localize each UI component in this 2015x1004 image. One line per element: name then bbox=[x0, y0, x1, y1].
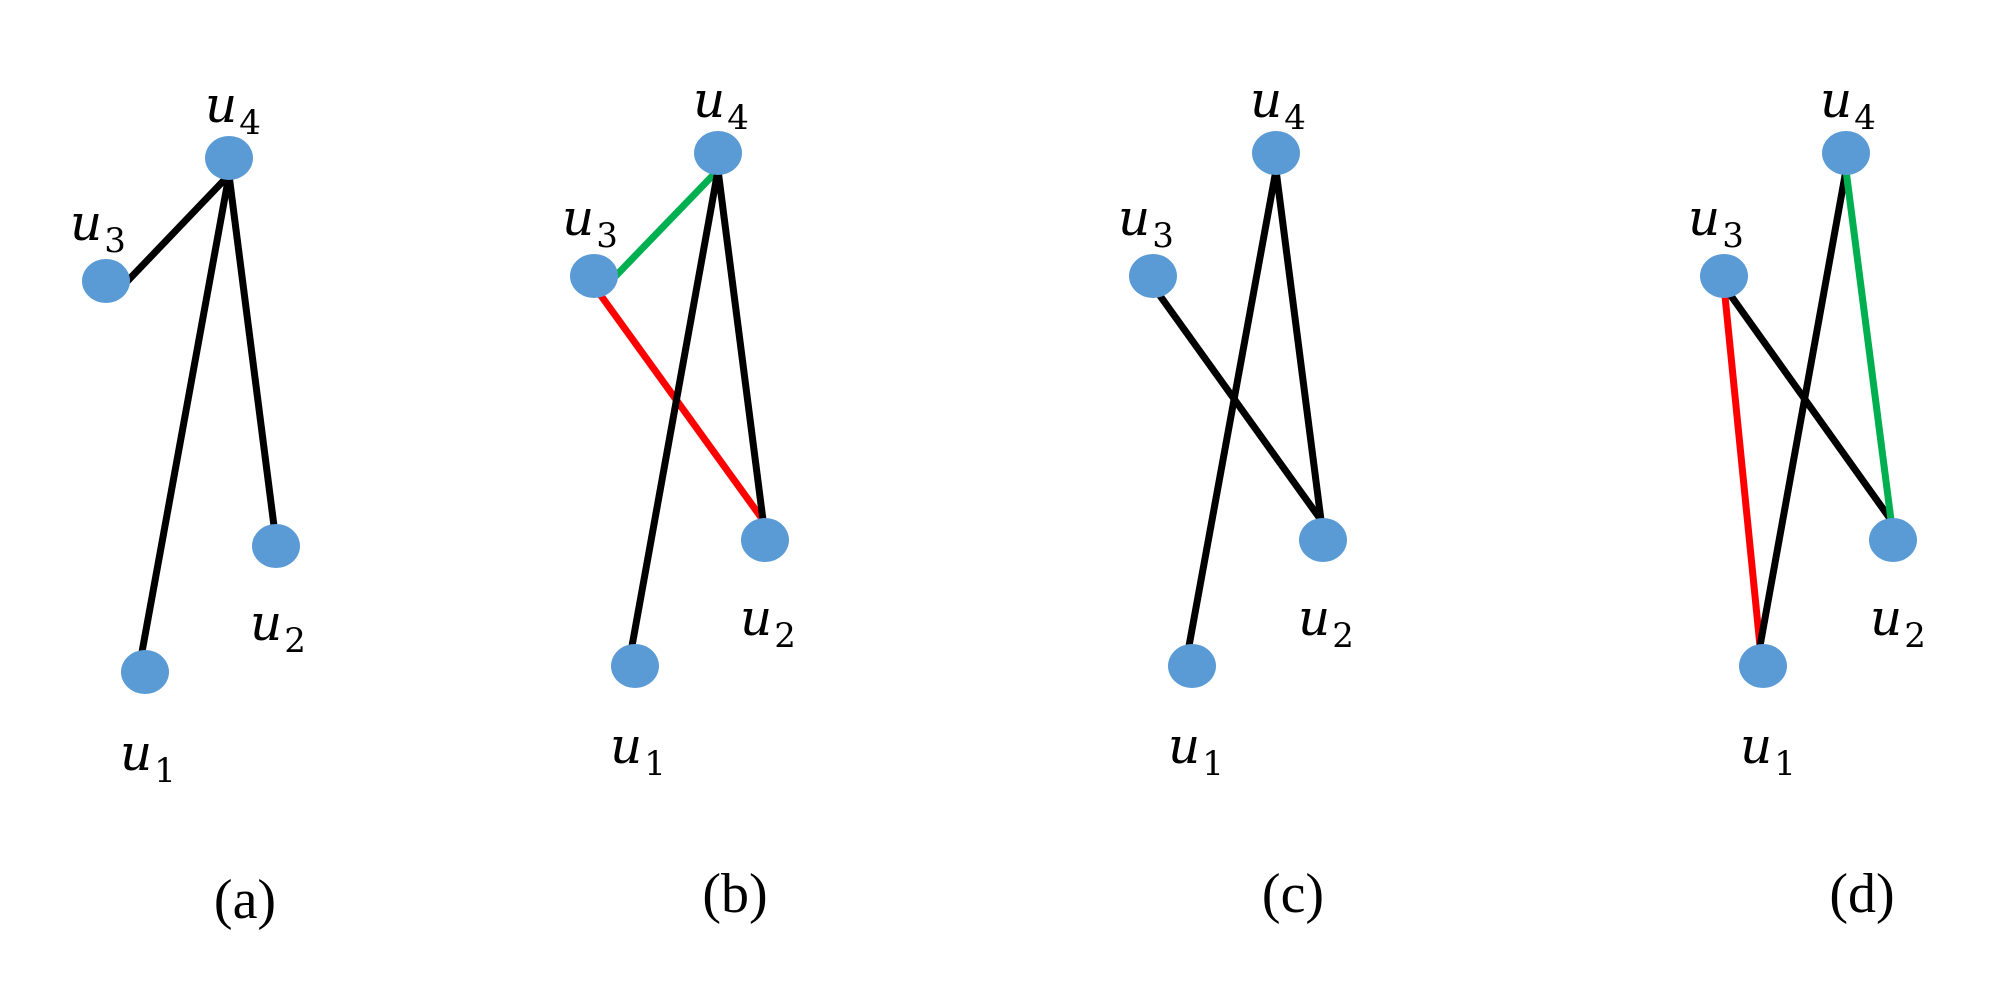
node-label-base: u bbox=[250, 594, 282, 652]
node-label-subscript: 4 bbox=[1854, 98, 1876, 138]
node-u4 bbox=[1822, 131, 1870, 175]
node-label-u4: u4 bbox=[693, 71, 749, 138]
panel-caption: (c) bbox=[1262, 863, 1324, 925]
edge-u4-u1 bbox=[1185, 169, 1280, 647]
node-u3 bbox=[1129, 254, 1177, 298]
node-label-base: u bbox=[120, 724, 152, 782]
node-label-u2: u2 bbox=[1298, 589, 1354, 656]
node-u1 bbox=[121, 650, 169, 694]
node-label-u4: u4 bbox=[1820, 71, 1876, 138]
node-label-base: u bbox=[1168, 717, 1200, 775]
node-label-base: u bbox=[1740, 717, 1772, 775]
edge-u4-u2 bbox=[1842, 169, 1895, 521]
node-label-base: u bbox=[610, 717, 642, 775]
node-label-base: u bbox=[1820, 71, 1852, 129]
node-label-subscript: 1 bbox=[644, 744, 666, 784]
node-label-subscript: 4 bbox=[727, 98, 749, 138]
node-label-u1: u1 bbox=[1168, 717, 1224, 784]
node-u3 bbox=[1700, 254, 1748, 298]
node-u3 bbox=[570, 254, 618, 298]
node-label-u1: u1 bbox=[120, 724, 176, 791]
edge-u4-u2 bbox=[714, 169, 767, 521]
node-u2 bbox=[741, 518, 789, 562]
node-label-u3: u3 bbox=[562, 189, 618, 256]
node-label-subscript: 2 bbox=[1332, 616, 1354, 656]
edge-u4-u2 bbox=[1272, 169, 1325, 521]
node-u2 bbox=[252, 524, 300, 568]
edge-u3-u2 bbox=[1150, 283, 1324, 523]
node-label-u3: u3 bbox=[1688, 189, 1744, 256]
node-label-u2: u2 bbox=[740, 589, 796, 656]
node-label-u3: u3 bbox=[1118, 189, 1174, 256]
node-label-base: u bbox=[205, 76, 237, 134]
node-u2 bbox=[1869, 518, 1917, 562]
node-label-base: u bbox=[1118, 189, 1150, 247]
panel-caption: (b) bbox=[702, 863, 767, 925]
node-label-subscript: 2 bbox=[284, 621, 306, 661]
node-label-subscript: 3 bbox=[1152, 216, 1174, 256]
node-label-u1: u1 bbox=[1740, 717, 1796, 784]
panel-caption: (a) bbox=[214, 869, 276, 931]
node-u1 bbox=[1739, 644, 1787, 688]
node-label-u2: u2 bbox=[1870, 589, 1926, 656]
node-u3 bbox=[82, 259, 130, 303]
node-label-subscript: 4 bbox=[1284, 98, 1306, 138]
node-u2 bbox=[1299, 518, 1347, 562]
node-label-subscript: 1 bbox=[1774, 744, 1796, 784]
edge-u4-u1 bbox=[1756, 169, 1850, 647]
edge-u3-u2 bbox=[1721, 283, 1894, 523]
node-label-u4: u4 bbox=[205, 76, 261, 143]
node-label-subscript: 2 bbox=[774, 616, 796, 656]
edge-u4-u1 bbox=[138, 174, 233, 653]
edge-u4-u1 bbox=[628, 169, 722, 647]
node-label-subscript: 3 bbox=[104, 221, 126, 261]
node-label-u4: u4 bbox=[1250, 71, 1306, 138]
node-label-base: u bbox=[1870, 589, 1902, 647]
edge-u3-u4 bbox=[603, 167, 721, 289]
node-label-base: u bbox=[562, 189, 594, 247]
node-label-u3: u3 bbox=[70, 194, 126, 261]
edge-u3-u4 bbox=[115, 172, 232, 294]
node-u1 bbox=[611, 644, 659, 688]
node-u4 bbox=[205, 136, 253, 180]
node-label-base: u bbox=[693, 71, 725, 129]
node-u4 bbox=[694, 131, 742, 175]
node-u4 bbox=[1252, 131, 1300, 175]
node-label-u2: u2 bbox=[250, 594, 306, 661]
node-u1 bbox=[1168, 644, 1216, 688]
node-label-base: u bbox=[1250, 71, 1282, 129]
node-label-subscript: 2 bbox=[1904, 616, 1926, 656]
node-label-subscript: 1 bbox=[1202, 744, 1224, 784]
node-label-base: u bbox=[1688, 189, 1720, 247]
edge-u3-u1 bbox=[1720, 285, 1764, 647]
node-label-base: u bbox=[740, 589, 772, 647]
panel-caption: (d) bbox=[1829, 863, 1894, 925]
node-label-u1: u1 bbox=[610, 717, 666, 784]
edge-u4-u2 bbox=[225, 174, 278, 527]
node-label-subscript: 3 bbox=[596, 216, 618, 256]
node-label-base: u bbox=[1298, 589, 1330, 647]
node-label-subscript: 3 bbox=[1722, 216, 1744, 256]
node-label-subscript: 4 bbox=[239, 103, 261, 143]
node-label-base: u bbox=[70, 194, 102, 252]
node-label-subscript: 1 bbox=[154, 751, 176, 791]
